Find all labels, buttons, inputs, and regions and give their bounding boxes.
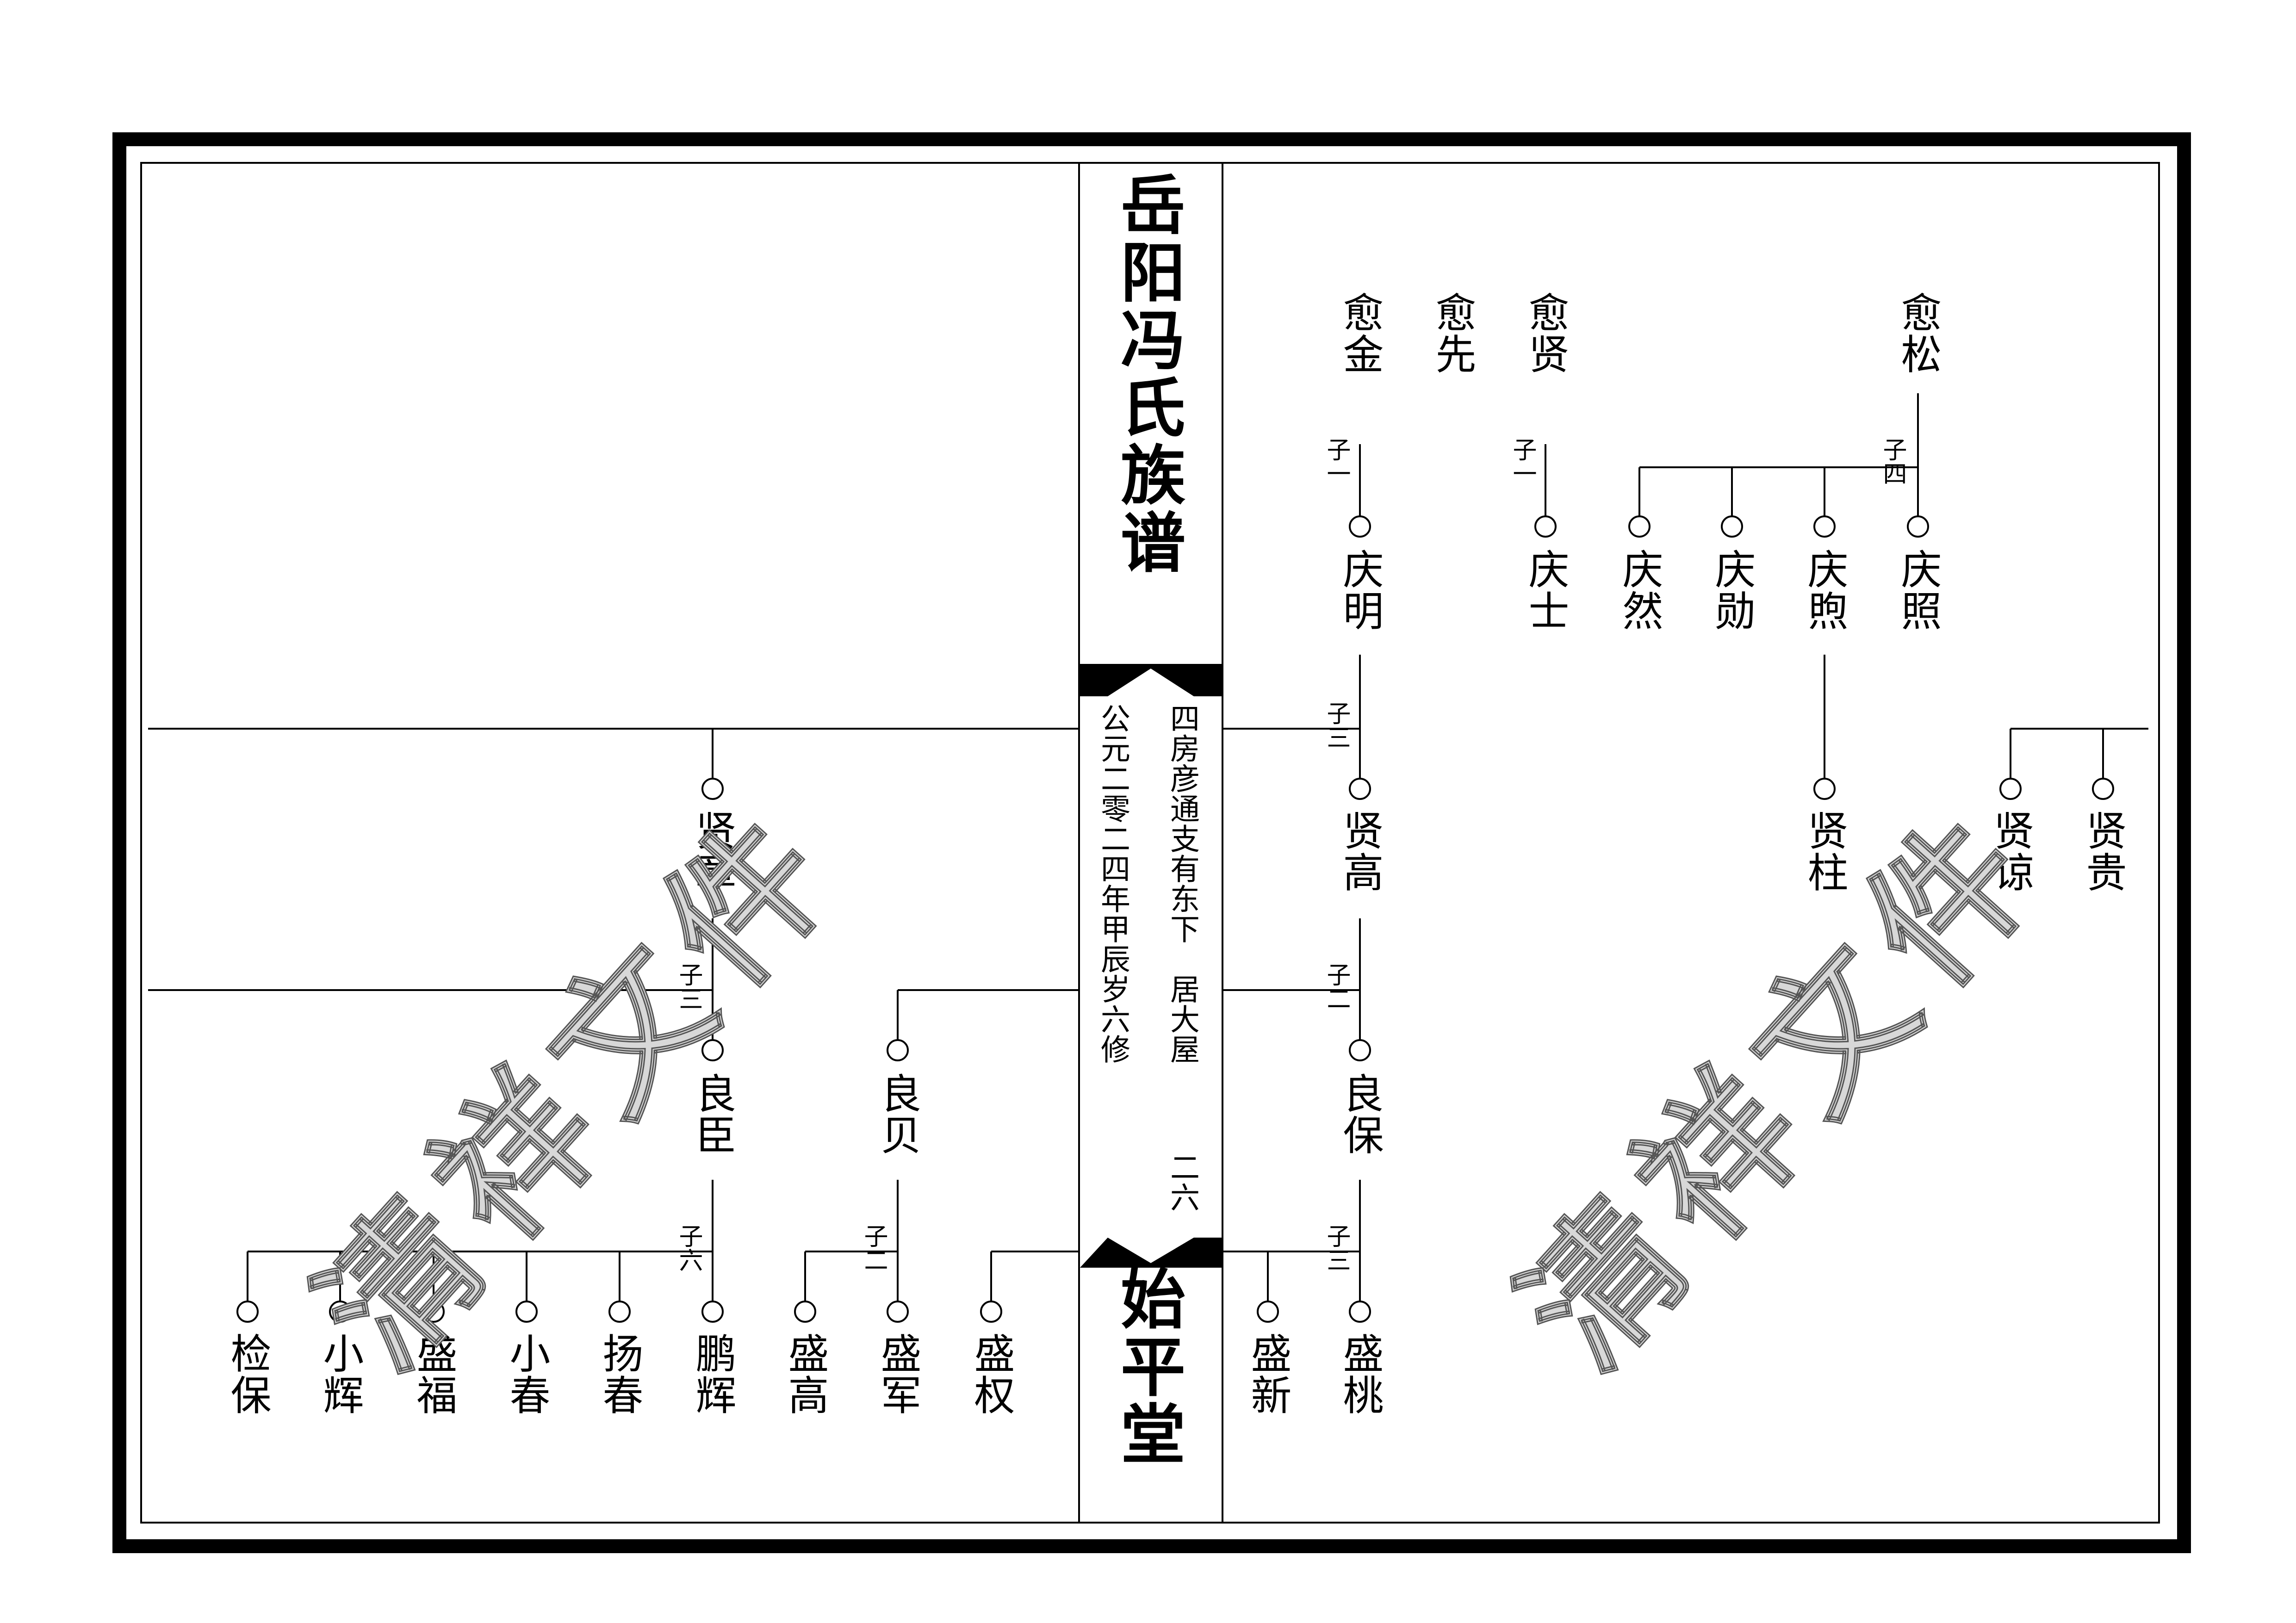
person-qingzhao: 庆照	[1894, 548, 1942, 632]
outer-frame	[112, 132, 2191, 1553]
person-shengjun: 盛军	[874, 1332, 922, 1416]
branch-note: 四房彦通支有东下 居大屋	[1165, 703, 1199, 1064]
person-yujin: 愈金	[1336, 291, 1384, 375]
page-number: 二六	[1165, 1152, 1199, 1212]
person-qingshi: 庆士	[1522, 548, 1570, 632]
person-xianzhu: 贤柱	[1801, 810, 1849, 893]
person-jianbao: 检保	[224, 1332, 272, 1416]
hall-name: 始平堂	[1110, 1265, 1185, 1468]
center-spine	[1078, 162, 1223, 1524]
person-liangbao: 良保	[1336, 1072, 1384, 1156]
person-qingxu: 庆煦	[1801, 548, 1849, 632]
person-penghui: 鹏辉	[689, 1332, 737, 1416]
person-liangbei: 良贝	[874, 1072, 922, 1156]
person-xiaohui: 小辉	[316, 1332, 364, 1416]
person-xianzhang: 贤章	[689, 810, 737, 893]
person-xiangao: 贤高	[1336, 810, 1384, 893]
child-count: 子一	[1322, 437, 1350, 485]
person-shengquan: 盛权	[968, 1332, 1015, 1416]
person-yangchun: 扬春	[596, 1332, 644, 1416]
person-shenggao: 盛高	[782, 1332, 829, 1416]
date-note: 公元二零二四年甲辰岁六修	[1096, 703, 1130, 1064]
child-count: 子三	[675, 962, 702, 1010]
person-shengxin: 盛新	[1244, 1332, 1292, 1416]
child-count: 子一	[1508, 437, 1536, 485]
person-xiangui: 贤贵	[2079, 810, 2127, 893]
child-count: 子四	[1879, 437, 1906, 485]
person-shengtao: 盛桃	[1336, 1332, 1384, 1416]
book-title: 岳阳冯氏族谱	[1110, 171, 1185, 576]
child-count: 子二	[860, 1224, 887, 1272]
person-xiaochun: 小春	[503, 1332, 551, 1416]
person-liangchen: 良臣	[689, 1072, 737, 1156]
child-count: 子三	[1322, 1224, 1350, 1272]
child-count: 子六	[675, 1224, 702, 1272]
person-qingran: 庆然	[1616, 548, 1663, 632]
person-yuxian-2: 愈贤	[1522, 291, 1570, 375]
inner-frame	[140, 162, 2160, 1524]
spine-band-top	[1080, 664, 1222, 696]
person-xianliang: 贤谅	[1987, 810, 2035, 893]
spine-band-bottom	[1080, 1238, 1222, 1268]
person-yuxian: 愈先	[1429, 291, 1477, 375]
child-count: 子二	[1322, 962, 1350, 1010]
person-shengfu: 盛福	[410, 1332, 458, 1416]
person-qingming: 庆明	[1336, 548, 1384, 632]
child-count: 子三	[1322, 701, 1350, 749]
person-yusong: 愈松	[1894, 291, 1942, 375]
person-qingxun: 庆勋	[1708, 548, 1756, 632]
